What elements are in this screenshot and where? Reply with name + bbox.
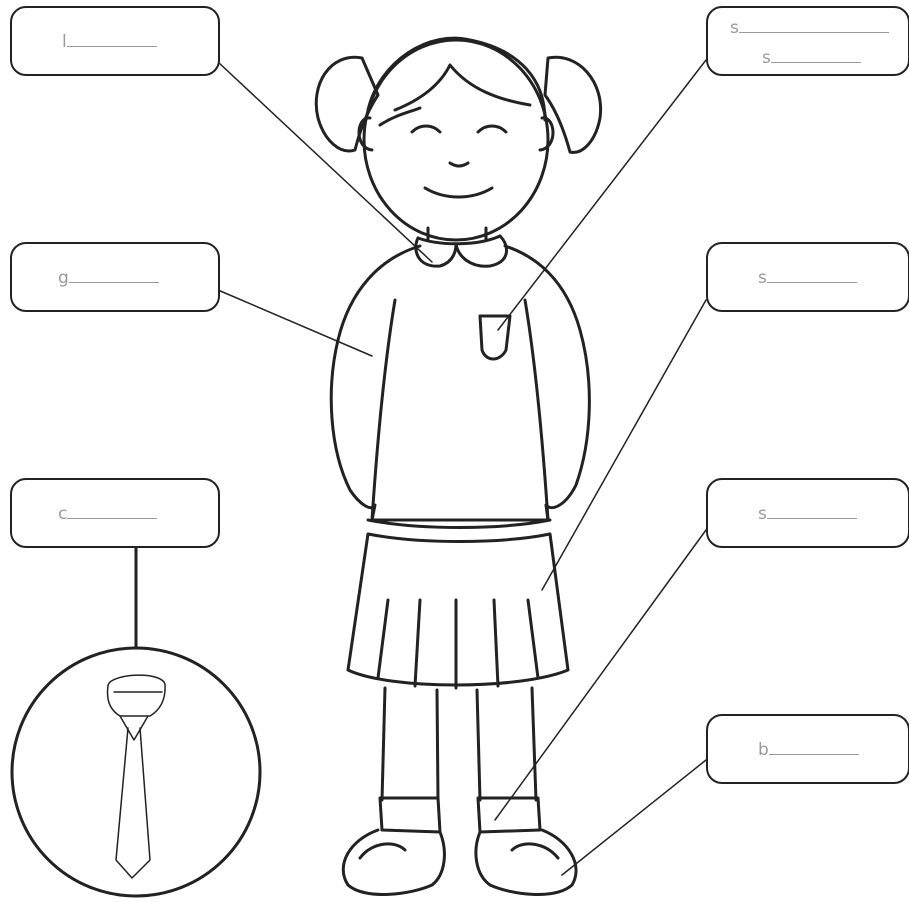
tie-icon xyxy=(108,675,166,716)
left-shoe xyxy=(343,830,444,894)
hair-fringe xyxy=(368,38,545,120)
mouth xyxy=(425,188,492,197)
label-box-shoes: b xyxy=(706,714,909,784)
tie-circle xyxy=(12,648,260,896)
label-pocket-letter-2: s xyxy=(762,48,771,68)
label-ribbon-letter: l xyxy=(62,32,67,52)
label-skirt-letter: s xyxy=(758,268,767,288)
right-eye xyxy=(478,126,506,132)
label-box-skirt: s xyxy=(706,242,909,312)
right-sock xyxy=(478,798,540,832)
label-box-collar: c xyxy=(10,478,220,548)
label-shoes-letter: b xyxy=(758,740,769,760)
label-socks-letter: s xyxy=(758,504,767,524)
jumper xyxy=(331,246,589,520)
label-jumper-letter: g xyxy=(58,268,69,288)
label-box-ribbon: l xyxy=(10,6,220,76)
label-box-jumper: g xyxy=(10,242,220,312)
left-sock xyxy=(380,798,440,832)
left-eye xyxy=(412,126,440,132)
pocket xyxy=(480,316,510,359)
label-box-pocket: s s xyxy=(706,6,909,76)
label-collar-letter: c xyxy=(58,504,67,524)
label-pocket-letter: s xyxy=(730,18,739,38)
right-shoe xyxy=(476,830,576,894)
label-box-socks: s xyxy=(706,478,909,548)
